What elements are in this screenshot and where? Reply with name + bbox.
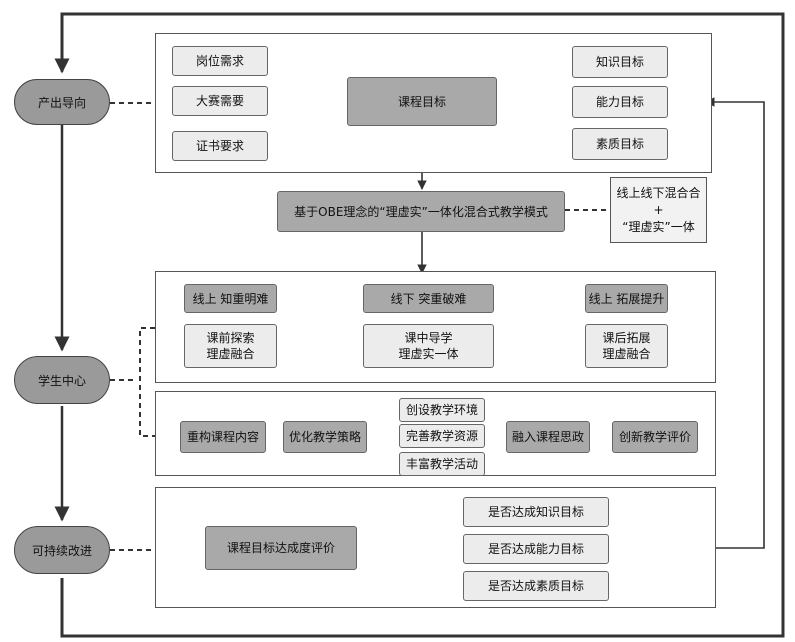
strategy-activities: 丰富教学活动: [399, 452, 485, 476]
check-quality-goal: 是否达成素质目标: [463, 571, 609, 601]
output-knowledge-goal: 知识目标: [572, 46, 668, 78]
phase-online-postclass: 线上 拓展提升: [585, 284, 668, 313]
course-goal-node: 课程目标: [347, 77, 497, 126]
strategy-resources: 完善教学资源: [399, 424, 485, 448]
continuous-improvement-node: 可持续改进: [14, 526, 110, 574]
check-ability-goal: 是否达成能力目标: [463, 534, 609, 564]
teaching-mode-node: 基于OBE理念的“理虚实”一体化混合式教学模式: [277, 191, 565, 232]
student-centered-node: 学生中心: [14, 356, 110, 404]
rebuild-content-node: 重构课程内容: [180, 421, 266, 453]
input-certificate-requirements: 证书要求: [172, 131, 268, 161]
goal-achievement-evaluation-node: 课程目标达成度评价: [205, 526, 357, 570]
outer-loop-line: [60, 12, 785, 638]
output-oriented-node: 产出导向: [14, 79, 110, 125]
strategy-environment: 创设教学环境: [399, 398, 485, 422]
input-job-requirements: 岗位需求: [172, 46, 268, 76]
optimize-strategy-node: 优化教学策略: [283, 421, 367, 453]
phase-postclass-extend: 课后拓展理虚融合: [585, 324, 668, 368]
phase-online-preclass: 线上 知重明难: [184, 284, 277, 313]
output-ability-goal: 能力目标: [572, 86, 668, 118]
phase-offline-inclass: 线下 突重破难: [363, 284, 494, 313]
phase-preclass-explore: 课前探索理虚融合: [184, 324, 277, 368]
input-competition-needs: 大赛需要: [172, 86, 268, 116]
check-knowledge-goal: 是否达成知识目标: [463, 497, 609, 527]
evaluation-innovation-node: 创新教学评价: [612, 421, 698, 453]
output-quality-goal: 素质目标: [572, 128, 668, 160]
mode-note: 线上线下混合合 + “理虚实”一体: [610, 177, 707, 243]
ideology-node: 融入课程思政: [506, 421, 590, 453]
phase-inclass-guide: 课中导学理虚实一体: [363, 324, 494, 368]
